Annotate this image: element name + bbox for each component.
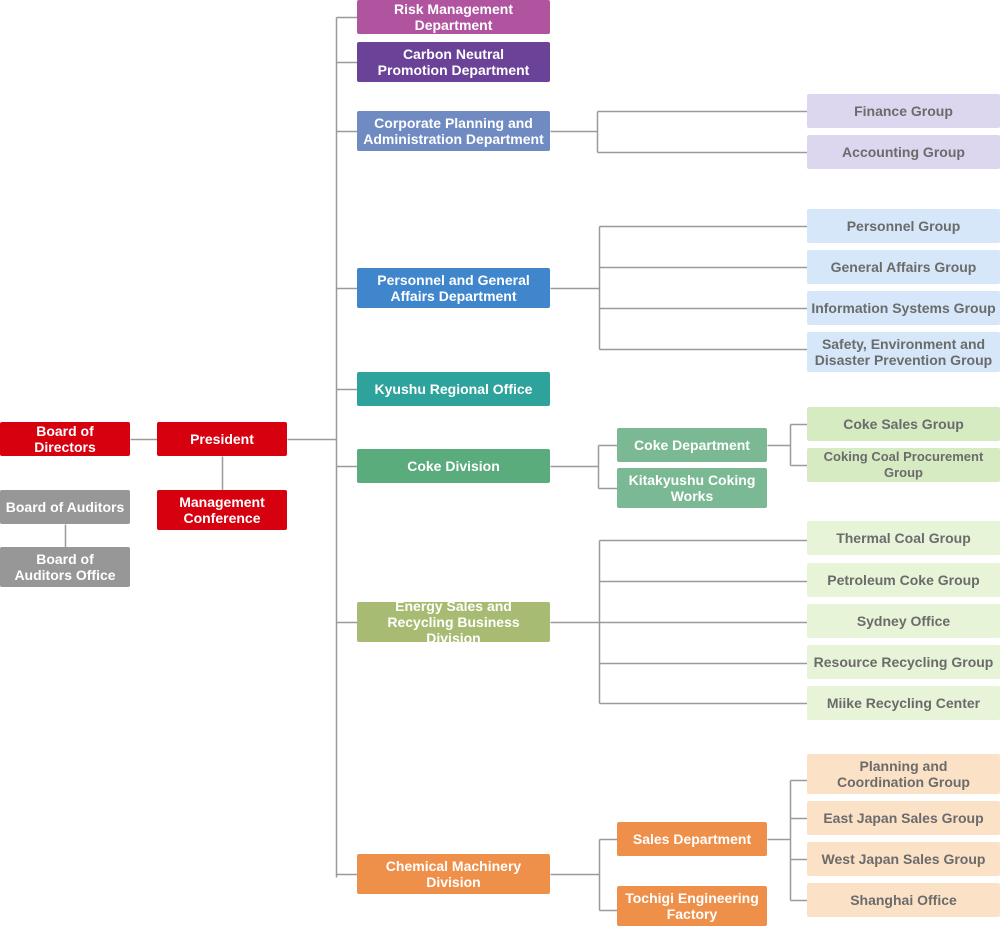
east-japan-sales-group-label: East Japan Sales Group	[823, 810, 984, 826]
board-of-auditors-label: Board of Auditors	[5, 499, 125, 515]
carbon-neutral-department-label: Carbon Neutral Promotion Department	[377, 46, 530, 78]
tochigi-engineering-factory-label: Tochigi Engineering Factory	[625, 890, 759, 922]
east-japan-sales-group-box: East Japan Sales Group	[807, 801, 1000, 835]
personnel-group-box: Personnel Group	[807, 209, 1000, 243]
personnel-general-affairs-department-box: Personnel and General Affairs Department	[357, 268, 550, 308]
board-of-directors-box: Board of Directors	[0, 422, 130, 456]
shanghai-office-box: Shanghai Office	[807, 883, 1000, 917]
finance-group-label: Finance Group	[854, 103, 953, 119]
planning-coordination-group-box: Planning and Coordination Group	[807, 754, 1000, 794]
president-box: President	[157, 422, 287, 456]
safety-group-label: Safety, Environment and Disaster Prevent…	[814, 336, 993, 368]
energy-sales-division-box: Energy Sales and Recycling Business Divi…	[357, 598, 550, 646]
miike-recycling-center-box: Miike Recycling Center	[807, 686, 1000, 720]
board-of-auditors-office-label: Board of Auditors Office	[14, 551, 116, 583]
personnel-group-label: Personnel Group	[846, 218, 961, 234]
president-label: President	[190, 431, 254, 447]
sydney-office-box: Sydney Office	[807, 604, 1000, 638]
energy-sales-division-label: Energy Sales and Recycling Business Divi…	[387, 598, 520, 646]
miike-recycling-center-label: Miike Recycling Center	[826, 695, 981, 711]
finance-group-box: Finance Group	[807, 94, 1000, 128]
planning-coordination-group-label: Planning and Coordination Group	[837, 758, 970, 790]
coke-department-label: Coke Department	[634, 437, 750, 453]
petroleum-coke-group-box: Petroleum Coke Group	[807, 563, 1000, 597]
kyushu-regional-office-box: Kyushu Regional Office	[357, 372, 550, 406]
coke-division-label: Coke Division	[407, 458, 500, 474]
coke-division-box: Coke Division	[357, 449, 550, 483]
west-japan-sales-group-box: West Japan Sales Group	[807, 842, 1000, 876]
information-systems-group-label: Information Systems Group	[811, 300, 996, 316]
personnel-general-affairs-department-label: Personnel and General Affairs Department	[377, 272, 530, 304]
management-conference-box: Management Conference	[157, 490, 287, 530]
management-conference-label: Management Conference	[179, 494, 265, 526]
coke-department-box: Coke Department	[617, 428, 767, 462]
sydney-office-label: Sydney Office	[856, 613, 951, 629]
accounting-group-box: Accounting Group	[807, 135, 1000, 169]
coking-coal-procurement-group-box: Coking Coal Procurement Group	[807, 448, 1000, 482]
corporate-planning-department-label: Corporate Planning and Administration De…	[363, 115, 544, 147]
thermal-coal-group-label: Thermal Coal Group	[836, 530, 971, 546]
sales-department-label: Sales Department	[632, 831, 752, 847]
resource-recycling-group-box: Resource Recycling Group	[807, 645, 1000, 679]
sales-department-box: Sales Department	[617, 822, 767, 856]
board-of-auditors-office-box: Board of Auditors Office	[0, 547, 130, 587]
information-systems-group-box: Information Systems Group	[807, 291, 1000, 325]
resource-recycling-group-label: Resource Recycling Group	[813, 654, 994, 670]
kitakyushu-coking-works-label: Kitakyushu Coking Works	[628, 472, 756, 504]
west-japan-sales-group-label: West Japan Sales Group	[821, 851, 986, 867]
board-of-auditors-box: Board of Auditors	[0, 490, 130, 524]
chemical-machinery-division-label: Chemical Machinery Division	[385, 858, 522, 890]
coke-sales-group-label: Coke Sales Group	[843, 416, 964, 432]
safety-group-box: Safety, Environment and Disaster Prevent…	[807, 332, 1000, 372]
carbon-neutral-department-box: Carbon Neutral Promotion Department	[357, 42, 550, 82]
shanghai-office-label: Shanghai Office	[850, 892, 957, 908]
kyushu-regional-office-label: Kyushu Regional Office	[374, 381, 533, 397]
coking-coal-procurement-group-label: Coking Coal Procurement Group	[823, 449, 984, 480]
tochigi-engineering-factory-box: Tochigi Engineering Factory	[617, 886, 767, 926]
petroleum-coke-group-label: Petroleum Coke Group	[827, 572, 980, 588]
general-affairs-group-box: General Affairs Group	[807, 250, 1000, 284]
accounting-group-label: Accounting Group	[842, 144, 965, 160]
general-affairs-group-label: General Affairs Group	[830, 259, 977, 275]
thermal-coal-group-box: Thermal Coal Group	[807, 521, 1000, 555]
coke-sales-group-box: Coke Sales Group	[807, 407, 1000, 441]
corporate-planning-department-box: Corporate Planning and Administration De…	[357, 111, 550, 151]
risk-management-department-box: Risk Management Department	[357, 0, 550, 34]
board-of-directors-label: Board of Directors	[34, 423, 96, 455]
risk-management-department-label: Risk Management Department	[393, 1, 514, 33]
chemical-machinery-division-box: Chemical Machinery Division	[357, 854, 550, 894]
kitakyushu-coking-works-box: Kitakyushu Coking Works	[617, 468, 767, 508]
